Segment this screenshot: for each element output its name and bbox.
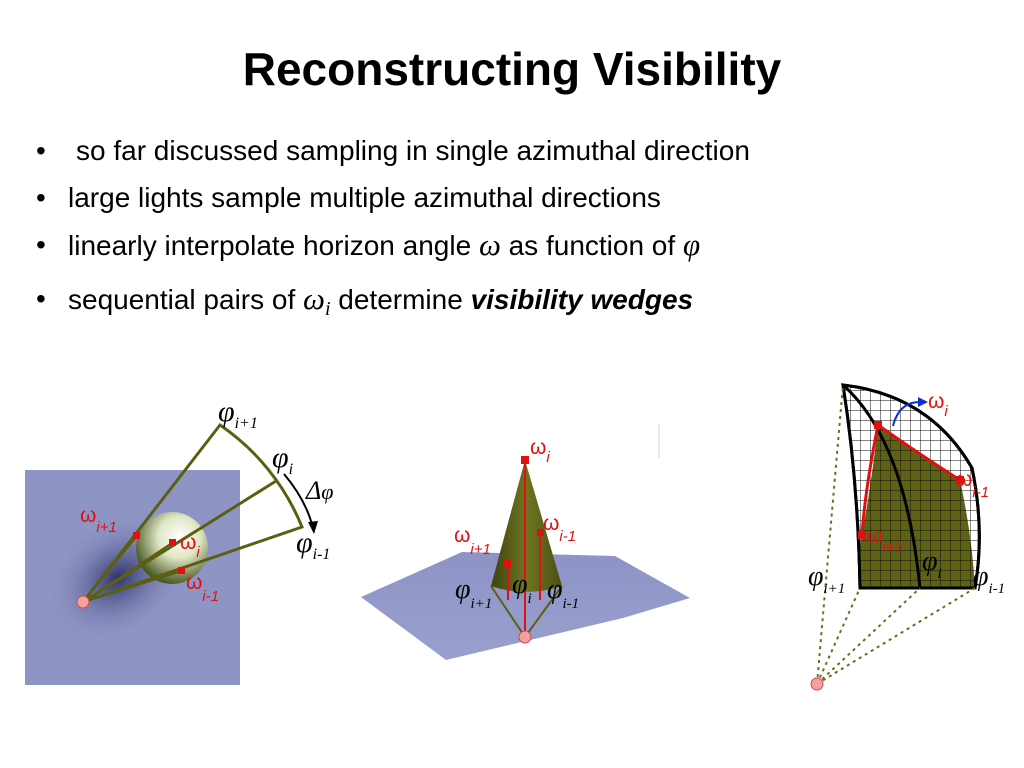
- sample-marker: [874, 421, 882, 429]
- w-next-label: ωi+1: [867, 525, 903, 556]
- pointer-arrow: [892, 401, 921, 427]
- sample-marker: [133, 532, 140, 539]
- ray: [490, 585, 526, 638]
- dotted-ray: [816, 587, 976, 685]
- phi-prev-label: φi-1: [973, 561, 1005, 597]
- omega-symbol: ω: [478, 227, 501, 262]
- sample-marker: [504, 560, 511, 567]
- phi-symbol: φ: [682, 227, 701, 262]
- sample-marker: [178, 567, 185, 574]
- hemisphere-outline: [841, 383, 981, 590]
- w-i-label: ωi: [530, 436, 550, 466]
- delta-phi-label: Δφ: [305, 476, 333, 505]
- bullet-text: linearly interpolate horizon angle: [68, 230, 472, 261]
- arrow-head: [308, 521, 318, 534]
- bullet-list: •so far discussed sampling in single azi…: [36, 133, 996, 327]
- phi-next-label: φi+1: [455, 574, 492, 612]
- sample-marker: [537, 529, 544, 536]
- w-prev-label: ωi-1: [186, 571, 219, 605]
- bullet-text: so far discussed sampling in single azim…: [76, 135, 750, 166]
- bullet-text: sequential pairs of: [68, 284, 296, 315]
- azimuth-line: [842, 383, 922, 589]
- cone-wedge: [491, 460, 562, 592]
- bullet-item: •large lights sample multiple azimuthal …: [36, 182, 661, 213]
- figure-right: ωi ωi-1 ωi+1 φi+1 φi φi-1: [808, 383, 1005, 691]
- bullet-item: •linearly interpolate horizon angle ω as…: [36, 227, 701, 262]
- dotted-ray: [816, 384, 844, 685]
- bullet-text: as function of: [508, 230, 676, 261]
- visible-region: [859, 425, 975, 588]
- figure-left: φi+1 φi Δφ φi-1 ωi+1 ωi ωi-1: [25, 395, 333, 685]
- w-prev-label: ωi-1: [956, 468, 989, 501]
- sample-marker: [956, 476, 964, 484]
- sample-marker: [858, 531, 866, 539]
- emphasis-text: visibility wedges: [470, 284, 694, 315]
- sample-marker: [521, 456, 529, 464]
- omega-symbol: ω: [303, 281, 325, 316]
- visibility-wedge: [78, 422, 304, 606]
- w-i-label: ωi: [928, 390, 948, 420]
- w-i-label: ωi: [180, 531, 200, 561]
- dotted-ray: [816, 587, 921, 685]
- phi-prev-label: φi-1: [296, 526, 330, 563]
- ray-w-i: [82, 542, 173, 603]
- divider-mark: [658, 424, 660, 458]
- w-next-label: ωi+1: [80, 504, 117, 536]
- origin-point: [76, 595, 90, 609]
- omega-subscript: i: [324, 298, 331, 320]
- horizon-curve: [860, 424, 880, 536]
- origin-point: [518, 630, 532, 644]
- origin-point: [810, 677, 824, 691]
- phi-next-label: φi+1: [808, 561, 845, 597]
- dotted-ray: [816, 587, 861, 685]
- bullet-text: large lights sample multiple azimuthal d…: [68, 182, 661, 213]
- phi-prev-label: φi-1: [547, 574, 579, 612]
- slide-title: Reconstructing Visibility: [242, 43, 782, 95]
- phi-i-label: φi: [512, 569, 532, 607]
- w-next-label: ωi+1: [454, 524, 491, 558]
- bullet-text: determine: [338, 284, 463, 315]
- bullet-item: •so far discussed sampling in single azi…: [36, 135, 750, 166]
- phi-next-label: φi+1: [218, 395, 258, 432]
- ray: [524, 585, 563, 638]
- phi-i-label: φi: [922, 546, 942, 582]
- ray-w-next: [82, 535, 138, 603]
- bullet-item: •sequential pairs of ωi determine visibi…: [36, 281, 694, 320]
- ray-w-prev: [82, 570, 183, 603]
- figure-middle: ωi ωi+1 ωi-1 φi+1 φi φi-1: [361, 424, 690, 660]
- arrow-head: [918, 397, 928, 407]
- horizon-curve: [877, 423, 961, 482]
- sample-marker: [169, 539, 176, 546]
- phi-i-label: φi: [272, 441, 293, 478]
- w-prev-label: ωi-1: [543, 512, 576, 545]
